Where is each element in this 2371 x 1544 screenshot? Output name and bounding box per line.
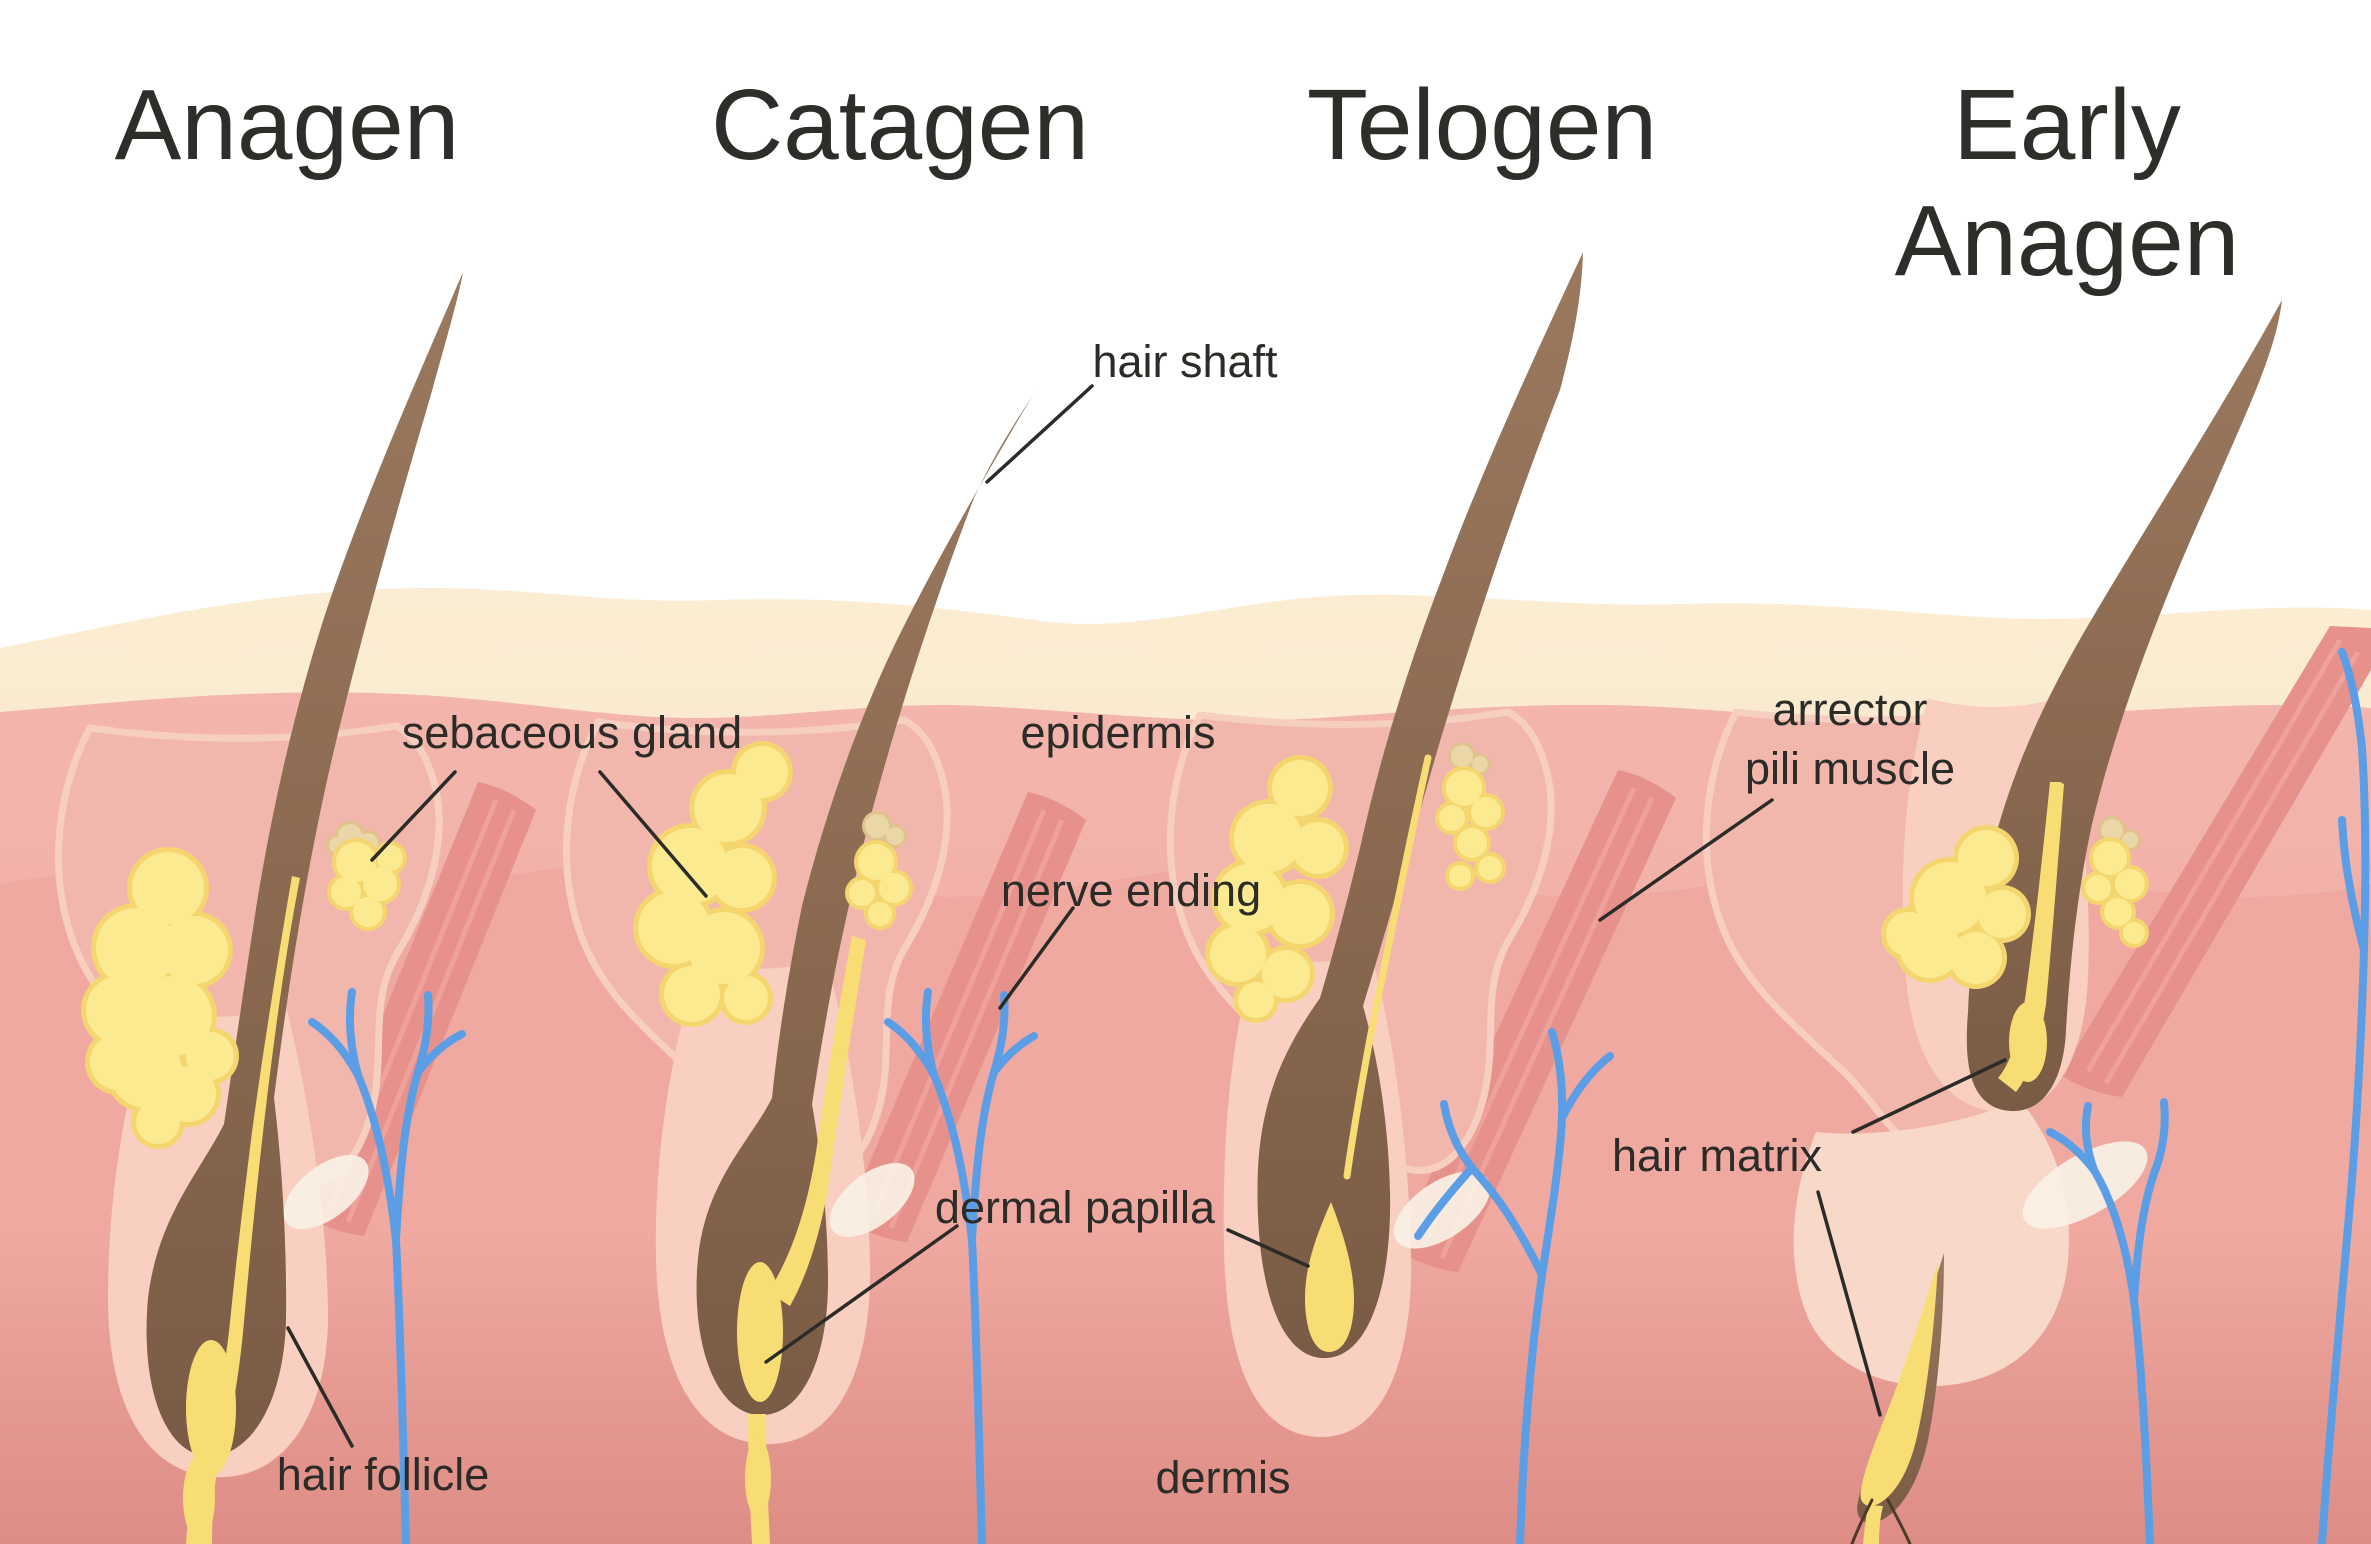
sebaceous-gland-anagen-left [81,847,239,1149]
hair-anagen [146,272,463,1457]
label-arrector-pili-line1: arrector [1772,684,1928,735]
sebaceous-gland-catagen-left [633,741,793,1027]
nerve-right-edge [2318,648,2370,1544]
fibrous-tissue-early-anagen [2022,1141,2148,1229]
nerve-anagen [308,988,466,1544]
nerve-telogen [1414,1028,1614,1544]
sebaceous-gland-early-anagen-right [2081,816,2149,948]
label-hair-matrix: hair matrix [1611,1130,1823,1181]
phase-title-early-anagen-line1: Early [1953,69,2181,181]
leader-hair-shaft [985,384,1094,484]
arrector-pili-muscle-catagen [845,792,1086,1242]
nerve-early-anagen [2046,1098,2169,1544]
label-arrector-pili-line2: pili muscle [1744,742,1956,794]
dermis-layer [0,861,2371,1544]
phase-title-early-anagen-line2: Anagen [1894,185,2240,297]
fibrous-tissue-anagen [283,1155,369,1229]
sebaceous-gland-telogen-left [1205,755,1349,1023]
arrector-pili-muscle-early-anagen [2060,626,2371,1097]
sebaceous-gland-early-anagen-left [1881,825,2031,989]
label-sebaceous-gland: sebaceous gland [401,707,743,758]
nerve-catagen [884,988,1038,1544]
dermal-papilla-telogen [1305,754,1432,1352]
label-arrector-pili-muscle: arrector pili muscle [1745,681,1955,798]
sebaceous-gland-catagen-right [845,811,913,930]
label-hair-follicle: hair follicle [276,1449,490,1500]
leader-hair-matrix-down [1816,1190,1882,1417]
leader-dermal-papilla-left [764,1224,959,1364]
sebaceous-gland-anagen-right [326,821,407,931]
label-epidermis: epidermis [1020,707,1216,758]
leader-sebaceous-gland-left [370,770,457,862]
label-dermal-papilla: dermal papilla [934,1182,1216,1233]
phase-title-anagen: Anagen [114,69,460,181]
leader-dermal-papilla-right [1226,1228,1310,1268]
phase-title-telogen: Telogen [1306,69,1658,181]
fibrous-tissue-catagen [829,1163,915,1237]
sebaceous-gland-telogen-right [1435,742,1506,891]
phase-title-catagen: Catagen [710,69,1090,181]
leader-arrector-pili [1598,798,1774,922]
label-dermis: dermis [1155,1452,1291,1503]
leader-hair-matrix-up [1851,1058,2007,1134]
dermal-papilla-catagen [737,936,866,1544]
label-nerve-ending: nerve ending [1000,865,1262,916]
dermal-papilla-anagen [183,876,300,1544]
leader-sebaceous-gland-right [598,770,708,898]
hair-catagen [696,388,1037,1416]
phase-title-early-anagen: Early Anagen [1895,67,2240,299]
hair-matrix-early-anagen [1850,782,2064,1544]
label-hair-shaft: hair shaft [1092,336,1278,387]
leader-hair-follicle [286,1326,354,1448]
leader-nerve-ending [998,906,1075,1010]
follicle-sheath-remnant-early-anagen [1793,1100,2069,1387]
